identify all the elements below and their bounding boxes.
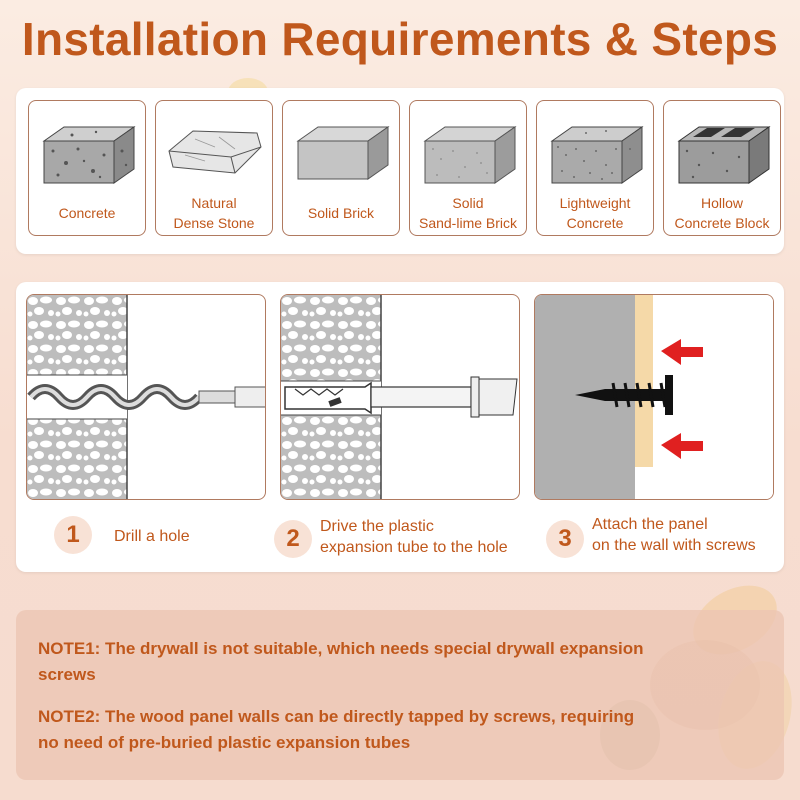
note-wood-panel: NOTE2: The wood panel walls can be direc…: [38, 707, 635, 752]
screw-panel-icon: [535, 295, 773, 499]
suitable-materials-panel: Concrete Natural Dense Stone Solid Brick…: [16, 88, 784, 254]
material-card-hollow-concrete-block: Hollow Concrete Block: [663, 100, 781, 236]
material-label: Natural Dense Stone: [173, 195, 255, 231]
material-label: Solid Brick: [307, 205, 375, 221]
material-card-solid-sand-lime-brick: Solid Sand-lime Brick: [409, 100, 527, 236]
step-1-illustration: [26, 294, 266, 500]
concrete-block-icon: [42, 126, 136, 184]
sand-lime-brick-icon: [423, 126, 517, 184]
material-card-solid-brick: Solid Brick: [282, 100, 400, 236]
step-description: Drive the plastic expansion tube to the …: [320, 518, 508, 556]
push-arrow-top-icon: [661, 339, 703, 365]
expansion-tube-icon: [281, 295, 518, 499]
material-card-natural-dense-stone: Natural Dense Stone: [155, 100, 273, 236]
material-label: Solid Sand-lime Brick: [418, 195, 518, 231]
notes-box: NOTE1: The drywall is not suitable, whic…: [16, 610, 784, 780]
material-label: Concrete: [58, 205, 116, 221]
page-title: Installation Requirements & Steps: [21, 13, 779, 65]
material-label: Lightweight Concrete: [559, 195, 631, 231]
step-description: Drill a hole: [114, 528, 190, 545]
step-number-badge: 1: [54, 516, 92, 554]
hollow-block-icon: [677, 126, 771, 184]
material-label: Hollow Concrete Block: [674, 195, 770, 231]
step-description: Attach the panel on the wall with screws: [592, 516, 756, 554]
step-3-illustration: [534, 294, 774, 500]
lightweight-concrete-icon: [550, 126, 644, 184]
step-number-badge: 2: [274, 520, 312, 558]
step-2-illustration: [280, 294, 520, 500]
note-drywall: NOTE1: The drywall is not suitable, whic…: [38, 639, 644, 684]
natural-stone-icon: [168, 130, 262, 174]
step-number-badge: 3: [546, 520, 584, 558]
solid-brick-icon: [296, 126, 390, 180]
material-card-concrete: Concrete: [28, 100, 146, 236]
material-card-lightweight-concrete: Lightweight Concrete: [536, 100, 654, 236]
installation-steps-panel: 1 Drill a hole 2 Drive the plastic expan…: [16, 282, 784, 572]
drill-bit-in-wall-icon: [27, 295, 265, 499]
push-arrow-bottom-icon: [661, 433, 703, 459]
